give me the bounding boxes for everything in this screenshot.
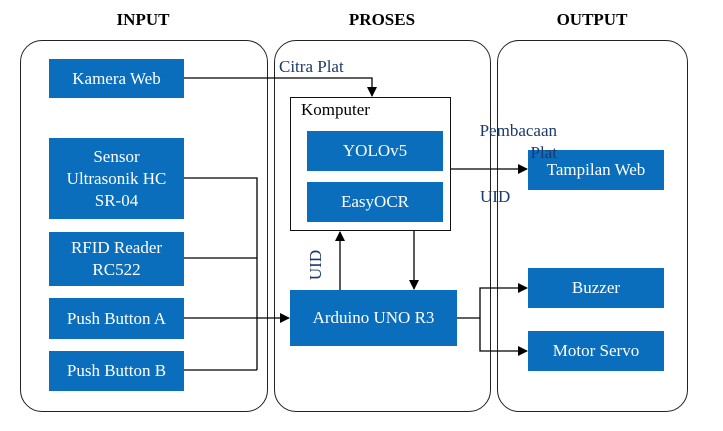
- kamera-to-komputer-arrow: [184, 77, 377, 97]
- sensor-ultrasonik-box: Sensor Ultrasonik HC SR-04: [49, 138, 184, 219]
- sensor-wire: [184, 177, 258, 370]
- buzzer-box: Buzzer: [528, 268, 664, 308]
- arduino-uno-box: Arduino UNO R3: [290, 290, 457, 346]
- citra-plat-label: Citra Plat: [279, 57, 344, 76]
- output-header: OUTPUT: [556, 10, 628, 29]
- arduino-to-buzzer-arrow: [479, 283, 528, 318]
- pembacaan-plat-label: Pembacaan Plat: [479, 121, 557, 162]
- arduino-to-servo-arrow: [479, 318, 528, 356]
- easyocr-box: EasyOCR: [307, 182, 443, 222]
- tampilan-web-box: Tampilan Web: [528, 150, 664, 190]
- yolov5-box: YOLOv5: [307, 131, 443, 171]
- uid-label-vertical: UID: [306, 249, 326, 281]
- push-button-a-box: Push Button A: [49, 298, 184, 339]
- uid-label-right: UID: [480, 187, 511, 206]
- komputer-title: Komputer: [301, 100, 370, 119]
- input-header: INPUT: [116, 10, 170, 29]
- rfid-reader-box: RFID Reader RC522: [49, 232, 184, 286]
- motor-servo-box: Motor Servo: [528, 331, 664, 371]
- input-panel: [20, 40, 268, 412]
- kamera-web-box: Kamera Web: [49, 59, 184, 98]
- push-button-b-box: Push Button B: [49, 351, 184, 391]
- proses-header: PROSES: [348, 10, 416, 29]
